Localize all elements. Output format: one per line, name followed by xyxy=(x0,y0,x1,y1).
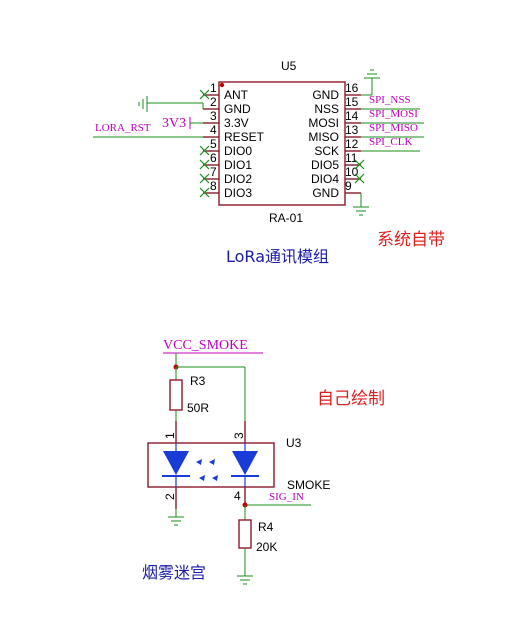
u5-right-pins: GND 16 NSS 15 MOSI 14 MISO 13 SCK 12 DIO… xyxy=(308,81,358,200)
pin-name: DIO2 xyxy=(224,172,252,186)
r4-value: 20K xyxy=(256,540,277,554)
note-smoke-maze: 烟雾迷宫 xyxy=(142,563,206,582)
light-arrows-icon xyxy=(196,459,218,481)
smoke-sensor-circuit[interactable]: VCC_SMOKE R3 50R U3 1 3 2 4 SMOKE xyxy=(147,338,330,585)
pin-name: GND xyxy=(224,102,251,116)
resistor-r3[interactable]: R3 50R xyxy=(169,367,209,421)
pin-number: 15 xyxy=(345,95,359,109)
u5-gnd-bottom-right xyxy=(353,193,369,216)
ir-led-icon xyxy=(162,443,190,487)
pin-name: GND xyxy=(312,186,339,200)
pin-name: MISO xyxy=(308,130,339,144)
net-spi-nss: SPI_NSS xyxy=(369,94,411,106)
pin-number: 4 xyxy=(210,123,217,137)
net-spi-mosi: SPI_MOSI xyxy=(369,108,418,120)
u3-smoke-sensor[interactable]: U3 1 3 2 4 SMOKE xyxy=(147,421,330,509)
note-self-drawn: 自己绘制 xyxy=(317,389,385,409)
u5-right-pin-lines xyxy=(345,94,361,194)
pin-name: ANT xyxy=(224,88,249,102)
net-sig-in: SIG_IN xyxy=(269,491,304,503)
pin-name: DIO4 xyxy=(311,172,339,186)
pin-number: 14 xyxy=(345,109,359,123)
r4-gnd xyxy=(237,575,253,585)
u5-part: RA-01 xyxy=(269,211,303,225)
pin-number: 2 xyxy=(210,95,217,109)
r3-designator: R3 xyxy=(190,374,206,388)
u5-module[interactable]: U5 RA-01 1 ANT xyxy=(93,59,424,266)
u3-pin3: 3 xyxy=(232,432,246,439)
photodiode-icon xyxy=(231,443,259,487)
u3-pin2: 2 xyxy=(163,493,177,500)
u3-part: SMOKE xyxy=(287,478,330,492)
pin-name: MOSI xyxy=(308,116,339,130)
net-lora-rst: LORA_RST xyxy=(93,122,203,138)
u5-gnd-top-right xyxy=(361,69,380,96)
pin-name: GND xyxy=(312,88,339,102)
u5-gnd-left xyxy=(138,96,204,112)
u5-caption: LoRa通讯模组 xyxy=(226,247,329,266)
u3-designator: U3 xyxy=(286,436,302,450)
pin-name: DIO3 xyxy=(224,186,252,200)
pin-number: 6 xyxy=(210,151,217,165)
pin-number: 9 xyxy=(345,179,352,193)
pin-name: SCK xyxy=(314,144,339,158)
pin-name: DIO0 xyxy=(224,144,252,158)
pin-number: 7 xyxy=(210,165,217,179)
net-lora-rst-label: LORA_RST xyxy=(95,122,151,134)
u3-pin1: 1 xyxy=(163,432,177,439)
pin-name: DIO1 xyxy=(224,158,252,172)
net-spi-clk: SPI_CLK xyxy=(369,136,412,148)
net-spi-miso: SPI_MISO xyxy=(369,122,418,134)
net-3v3: 3V3 xyxy=(162,116,203,131)
net-3v3-label: 3V3 xyxy=(162,116,186,131)
pin-name: 3.3V xyxy=(224,116,249,130)
note-system-builtin: 系统自带 xyxy=(377,230,445,250)
u5-designator: U5 xyxy=(281,59,297,73)
pin-number: 16 xyxy=(345,81,359,95)
pin-number: 1 xyxy=(210,81,217,95)
spi-nets: SPI_NSS SPI_MOSI SPI_MISO SPI_CLK xyxy=(361,94,424,152)
pin-number: 5 xyxy=(210,137,217,151)
pin-name: DIO5 xyxy=(311,158,339,172)
pin-number: 3 xyxy=(210,109,217,123)
net-vcc-smoke: VCC_SMOKE xyxy=(163,338,248,353)
pin-name: RESET xyxy=(224,130,265,144)
u3-pin4: 4 xyxy=(234,489,241,503)
pin-number: 12 xyxy=(345,137,359,151)
pin1-marker xyxy=(219,82,225,88)
no-connect-marks xyxy=(199,89,365,198)
pin-number: 8 xyxy=(210,179,217,193)
pin-number: 13 xyxy=(345,123,359,137)
u5-left-pins: 1 ANT 2 GND 3 3.3V 4 RESET 5 DIO0 6 DIO1… xyxy=(210,81,265,200)
pin-number: 11 xyxy=(345,151,358,165)
u5-body xyxy=(218,81,346,206)
resistor-r4[interactable]: R4 20K xyxy=(238,505,277,576)
pin-name: NSS xyxy=(314,102,339,116)
u3-gnd xyxy=(168,509,184,526)
r3-value: 50R xyxy=(187,401,209,415)
r4-designator: R4 xyxy=(258,520,274,534)
